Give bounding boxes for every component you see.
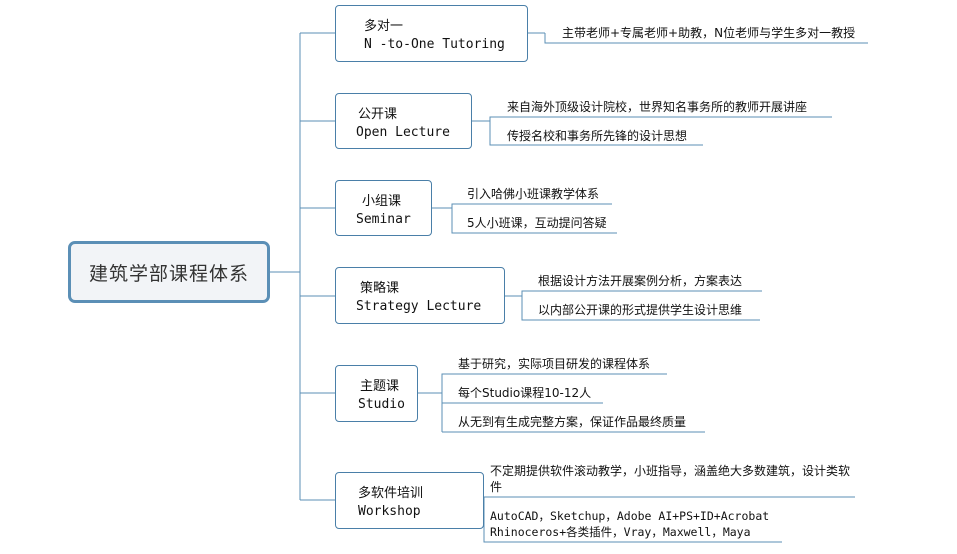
leaf-item: 根据设计方法开展案例分析，方案表达 bbox=[538, 274, 743, 288]
category-node-workshop[interactable]: 多软件培训 Workshop bbox=[335, 472, 484, 529]
leaf-item: 引入哈佛小班课教学体系 bbox=[467, 187, 600, 201]
category-node-seminar[interactable]: 小组课 Seminar bbox=[335, 180, 432, 236]
category-name-en: Workshop bbox=[358, 504, 421, 519]
category-name-cn: 公开课 bbox=[358, 106, 398, 122]
category-name-cn: 小组课 bbox=[362, 193, 402, 209]
category-node-strategy[interactable]: 策略课 Strategy Lecture bbox=[335, 267, 505, 324]
leaf-item: 主带老师+专属老师+助教，N位老师与学生多对一教授 bbox=[562, 26, 856, 40]
leaf-item: AutoCAD，Sketchup，Adobe AI+PS+ID+Acrobat … bbox=[490, 509, 770, 539]
category-name-en: Open Lecture bbox=[356, 124, 450, 140]
leaf-item: 来自海外顶级设计院校，世界知名事务所的教师开展讲座 bbox=[507, 100, 808, 114]
category-name-en: N -to-One Tutoring bbox=[364, 37, 505, 52]
category-name-cn: 多对一 bbox=[364, 19, 404, 34]
category-node-studio[interactable]: 主题课 Studio bbox=[335, 365, 418, 422]
leaf-item: 每个Studio课程10-12人 bbox=[458, 386, 592, 400]
leaf-item: 传授名校和事务所先锋的设计思想 bbox=[507, 129, 688, 143]
leaf-item: 从无到有生成完整方案，保证作品最终质量 bbox=[458, 415, 687, 429]
category-name-cn: 策略课 bbox=[360, 281, 400, 296]
leaf-item: 以内部公开课的形式提供学生设计思维 bbox=[538, 303, 743, 317]
leaf-item: 5人小班课，互动提问答疑 bbox=[467, 216, 607, 230]
leaf-item: 不定期提供软件滚动教学，小班指导，涵盖绝大多数建筑，设计类软件 bbox=[490, 464, 851, 494]
category-node-open-lecture[interactable]: 公开课 Open Lecture bbox=[335, 93, 472, 149]
category-node-tutoring[interactable]: 多对一 N -to-One Tutoring bbox=[335, 5, 528, 62]
category-name-cn: 主题课 bbox=[360, 379, 400, 394]
category-name-en: Studio bbox=[358, 397, 405, 412]
root-node[interactable]: 建筑学部课程体系 bbox=[68, 241, 270, 303]
leaf-item: 基于研究，实际项目研发的课程体系 bbox=[458, 357, 651, 371]
category-name-cn: 多软件培训 bbox=[358, 486, 424, 501]
root-title: 建筑学部课程体系 bbox=[88, 262, 249, 285]
category-name-en: Seminar bbox=[356, 211, 411, 227]
category-name-en: Strategy Lecture bbox=[356, 299, 482, 314]
